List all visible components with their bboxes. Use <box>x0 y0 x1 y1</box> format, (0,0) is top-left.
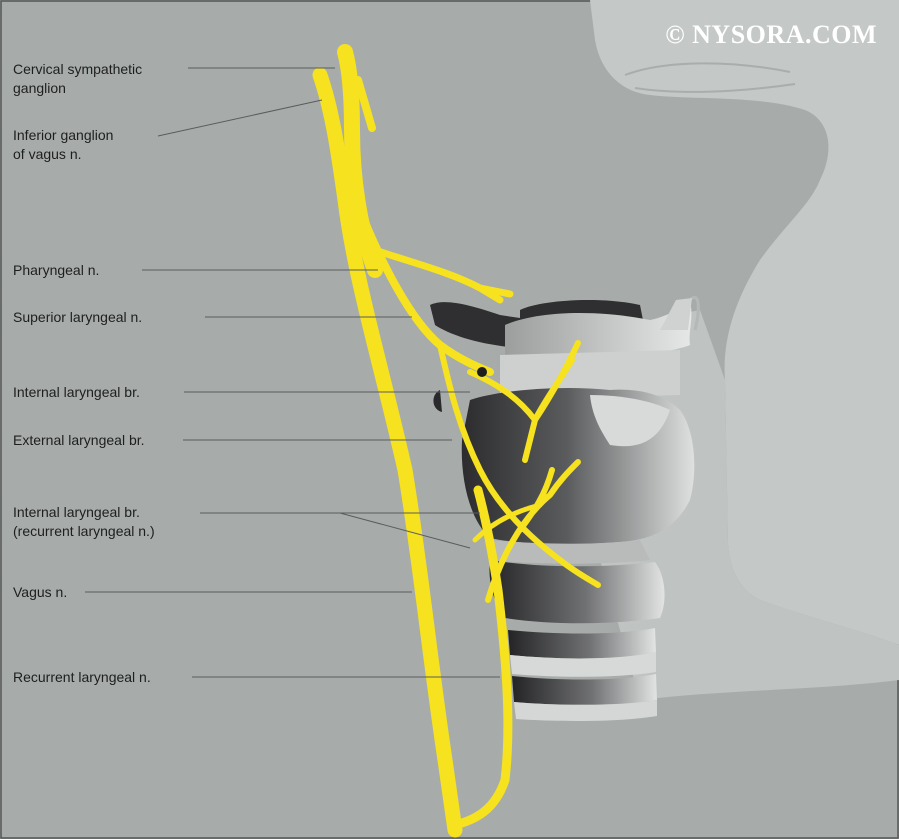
label-pharyngeal-nerve: Pharyngeal n. <box>13 261 99 280</box>
label-internal-laryngeal-branch: Internal laryngeal br. <box>13 383 140 402</box>
label-inferior-ganglion-vagus: Inferior ganglion of vagus n. <box>13 126 113 164</box>
label-internal-laryngeal-recurrent: Internal laryngeal br. (recurrent laryng… <box>13 503 155 541</box>
label-recurrent-laryngeal-nerve: Recurrent laryngeal n. <box>13 668 151 687</box>
watermark-text: © NYSORA.COM <box>665 20 877 50</box>
label-cervical-sympathetic-ganglion: Cervical sympathetic ganglion <box>13 60 142 98</box>
label-superior-laryngeal-nerve: Superior laryngeal n. <box>13 308 142 327</box>
label-vagus-nerve: Vagus n. <box>13 583 67 602</box>
label-external-laryngeal-branch: External laryngeal br. <box>13 431 145 450</box>
internal-laryngeal-entry-node <box>477 367 487 377</box>
